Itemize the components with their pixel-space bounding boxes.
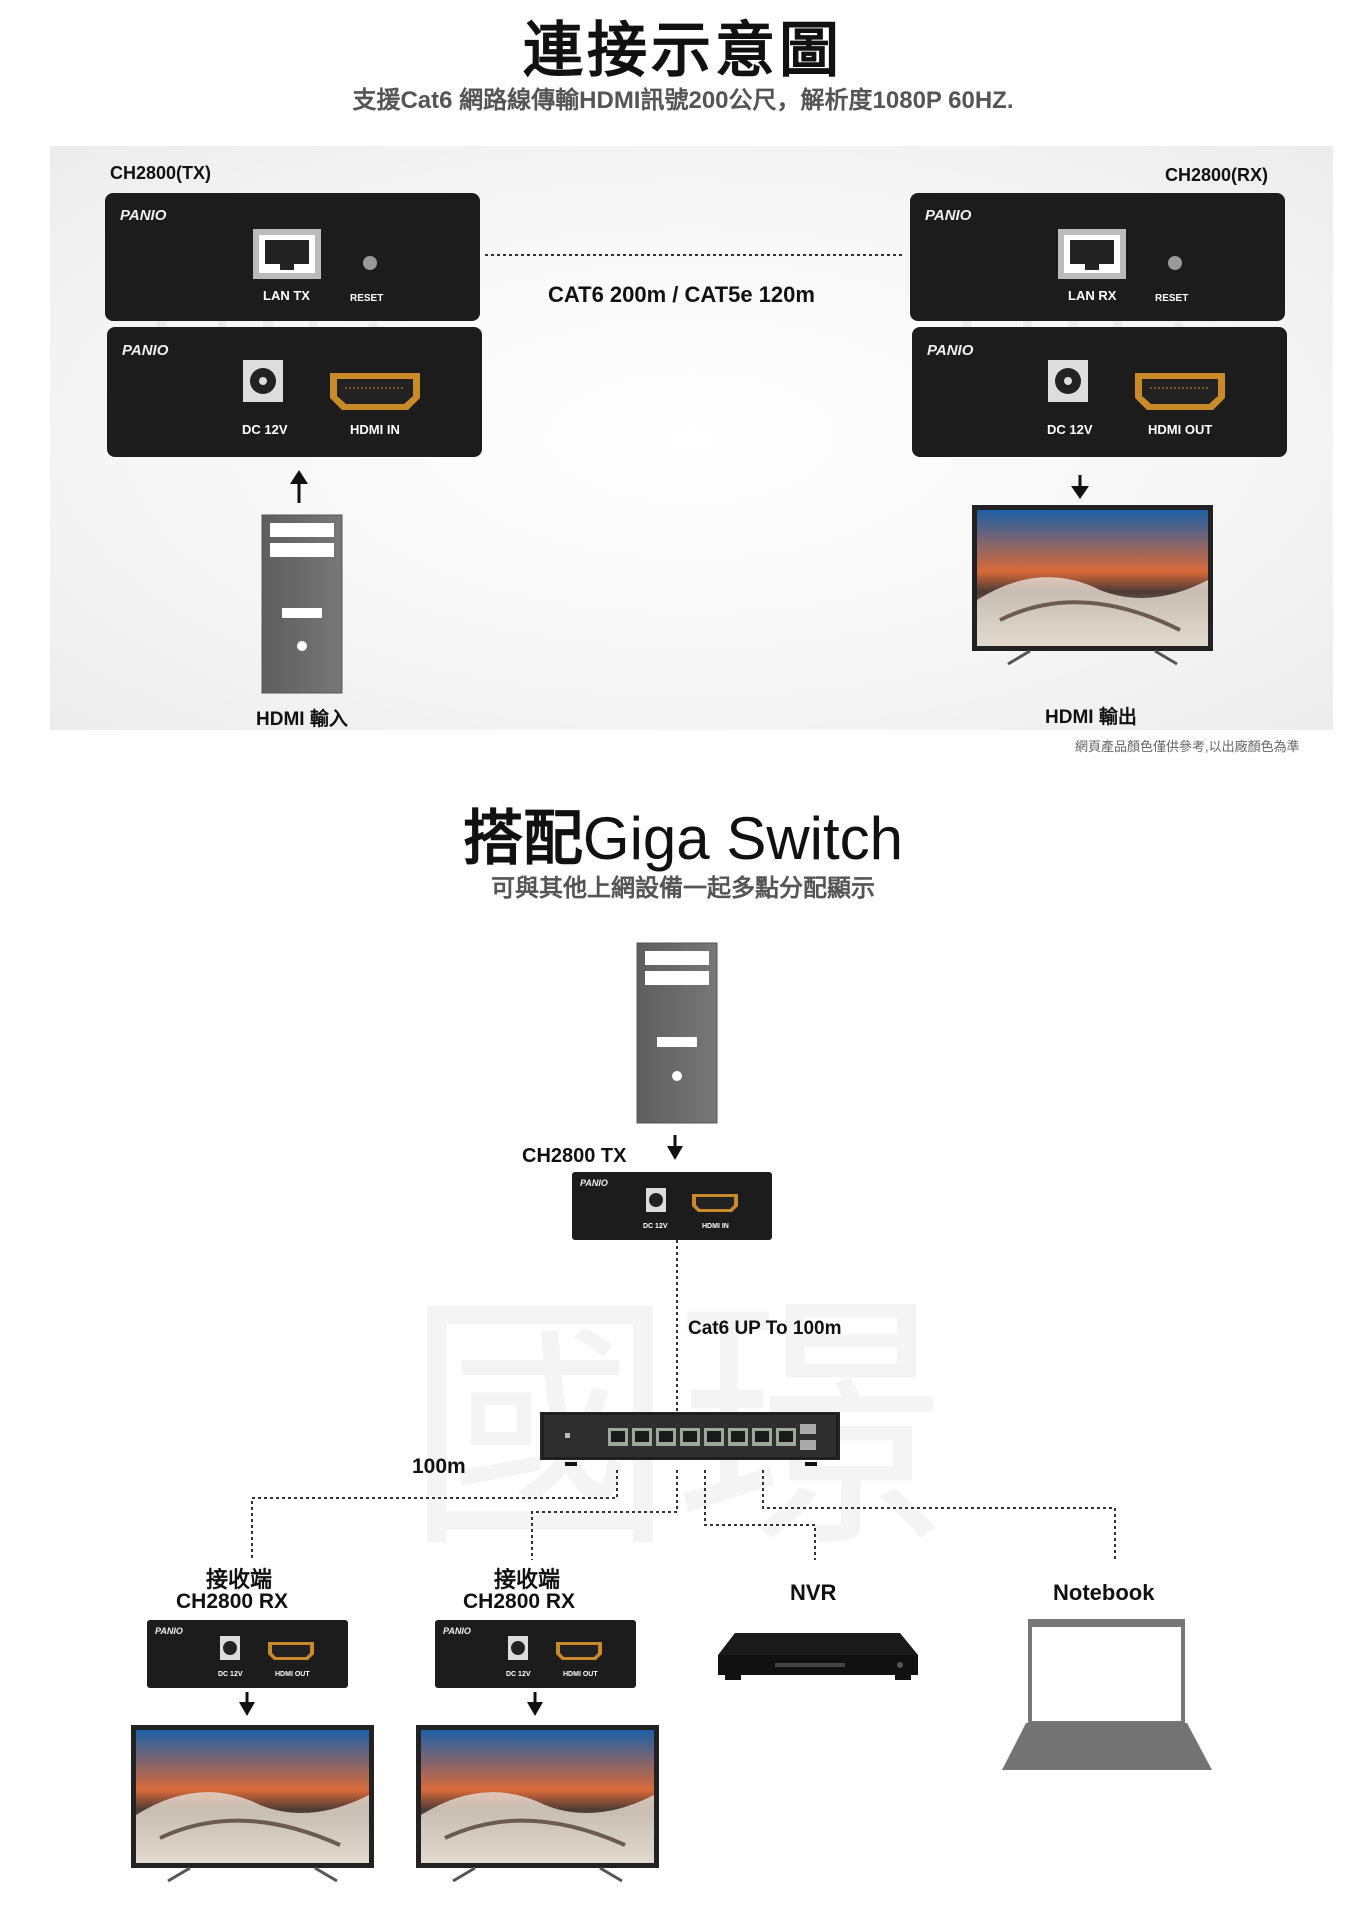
brand-logo: PANIO — [580, 1178, 608, 1188]
brand-logo: PANIO — [443, 1626, 471, 1636]
pc-tower-icon — [261, 514, 343, 694]
rx-module-small: PANIO DC 12V HDMI OUT — [435, 1620, 636, 1688]
arrow-down-icon — [1071, 475, 1089, 499]
arrow-down-icon — [667, 1135, 683, 1160]
port-label: DC 12V — [1047, 422, 1093, 437]
brand-logo: PANIO — [120, 207, 167, 224]
cable-length-label: Cat6 UP To 100m — [688, 1318, 842, 1339]
dc-power-port-icon — [259, 377, 267, 385]
arrow-down-icon — [239, 1692, 255, 1716]
receiver-label: 接收端 — [494, 1567, 561, 1592]
color-disclaimer-note: 網頁產品顏色僅供參考,以出廠顏色為準 — [1075, 739, 1300, 754]
network-switch-icon — [540, 1412, 840, 1466]
dc-power-port-icon — [223, 1641, 237, 1655]
tx-module-small: PANIO DC 12V HDMI IN — [572, 1172, 772, 1240]
port-label: HDMI IN — [702, 1223, 729, 1230]
branch-line — [762, 1470, 1116, 1560]
brand-logo: PANIO — [925, 207, 972, 224]
port-label: LAN RX — [1068, 288, 1117, 303]
brand-logo: PANIO — [927, 342, 974, 359]
nvr-device-icon — [718, 1633, 918, 1680]
port-label: DC 12V — [506, 1671, 531, 1678]
tx-bottom-module: PANIO DC 12V HDMI IN — [107, 327, 482, 457]
branch-line — [251, 1470, 618, 1560]
rx-model-label: CH2800 RX — [463, 1590, 576, 1613]
port-label: RESET — [1155, 293, 1188, 304]
port-label: HDMI OUT — [1148, 422, 1212, 437]
arrow-down-icon — [527, 1692, 543, 1716]
brand-logo: PANIO — [155, 1626, 183, 1636]
rx-model-label: CH2800(RX) — [1165, 165, 1269, 185]
rx-bottom-module: PANIO DC 12V HDMI OUT — [912, 327, 1287, 457]
section2-subtitle: 可與其他上網設備一起多點分配顯示 — [491, 875, 875, 902]
tv-display-icon — [131, 1725, 374, 1883]
port-label: HDMI OUT — [275, 1671, 310, 1678]
section2-title-cjk: 搭配 — [462, 804, 583, 874]
reset-button-icon — [1168, 256, 1182, 270]
rx-model-label: CH2800 RX — [176, 1590, 289, 1613]
port-label: LAN TX — [263, 288, 310, 303]
tv-display-icon — [972, 505, 1213, 666]
tx-model-label: CH2800(TX) — [110, 163, 212, 183]
rj45-port-icon — [1070, 240, 1114, 264]
port-label: DC 12V — [242, 422, 288, 437]
hdmi-port-icon — [337, 379, 413, 404]
rx-module-small: PANIO DC 12V HDMI OUT — [147, 1620, 348, 1688]
receiver-label: 接收端 — [206, 1567, 273, 1592]
rj45-port-icon — [265, 240, 309, 264]
brand-logo: PANIO — [122, 342, 169, 359]
port-label: HDMI IN — [350, 422, 400, 437]
reset-button-icon — [363, 256, 377, 270]
rx-top-module: PANIO LAN RX RESET — [910, 193, 1285, 321]
notebook-icon — [1002, 1619, 1212, 1770]
tx-top-module: PANIO LAN TX RESET — [105, 193, 480, 321]
hdmi-output-label: HDMI 輸出 — [1045, 707, 1137, 728]
cable-length-label: CAT6 200m / CAT5e 120m — [548, 282, 815, 307]
notebook-label: Notebook — [1053, 1580, 1155, 1605]
dc-power-port-icon — [1064, 377, 1072, 385]
port-label: RESET — [350, 293, 383, 304]
nvr-label: NVR — [790, 1580, 837, 1605]
hdmi-input-label: HDMI 輸入 — [256, 709, 348, 730]
tx-model-label: CH2800 TX — [522, 1145, 627, 1167]
section1-title: 連接示意圖 — [523, 16, 843, 86]
section2-title-en: Giga Switch — [582, 805, 904, 872]
pc-tower-icon — [636, 942, 718, 1124]
section2-title: 搭配Giga Switch — [0, 790, 1366, 877]
dc-power-port-icon — [649, 1193, 663, 1207]
branch-line — [531, 1470, 678, 1560]
dc-power-port-icon — [511, 1641, 525, 1655]
branch-line — [704, 1470, 816, 1560]
port-label: HDMI OUT — [563, 1671, 598, 1678]
arrow-up-icon — [290, 470, 308, 503]
section1-subtitle: 支援Cat6 網路線傳輸HDMI訊號200公尺，解析度1080P 60HZ. — [352, 87, 1014, 114]
tv-display-icon — [416, 1725, 659, 1883]
port-label: DC 12V — [643, 1223, 668, 1230]
port-label: DC 12V — [218, 1671, 243, 1678]
branch-length-label: 100m — [412, 1455, 466, 1478]
hdmi-port-icon — [1142, 379, 1218, 404]
